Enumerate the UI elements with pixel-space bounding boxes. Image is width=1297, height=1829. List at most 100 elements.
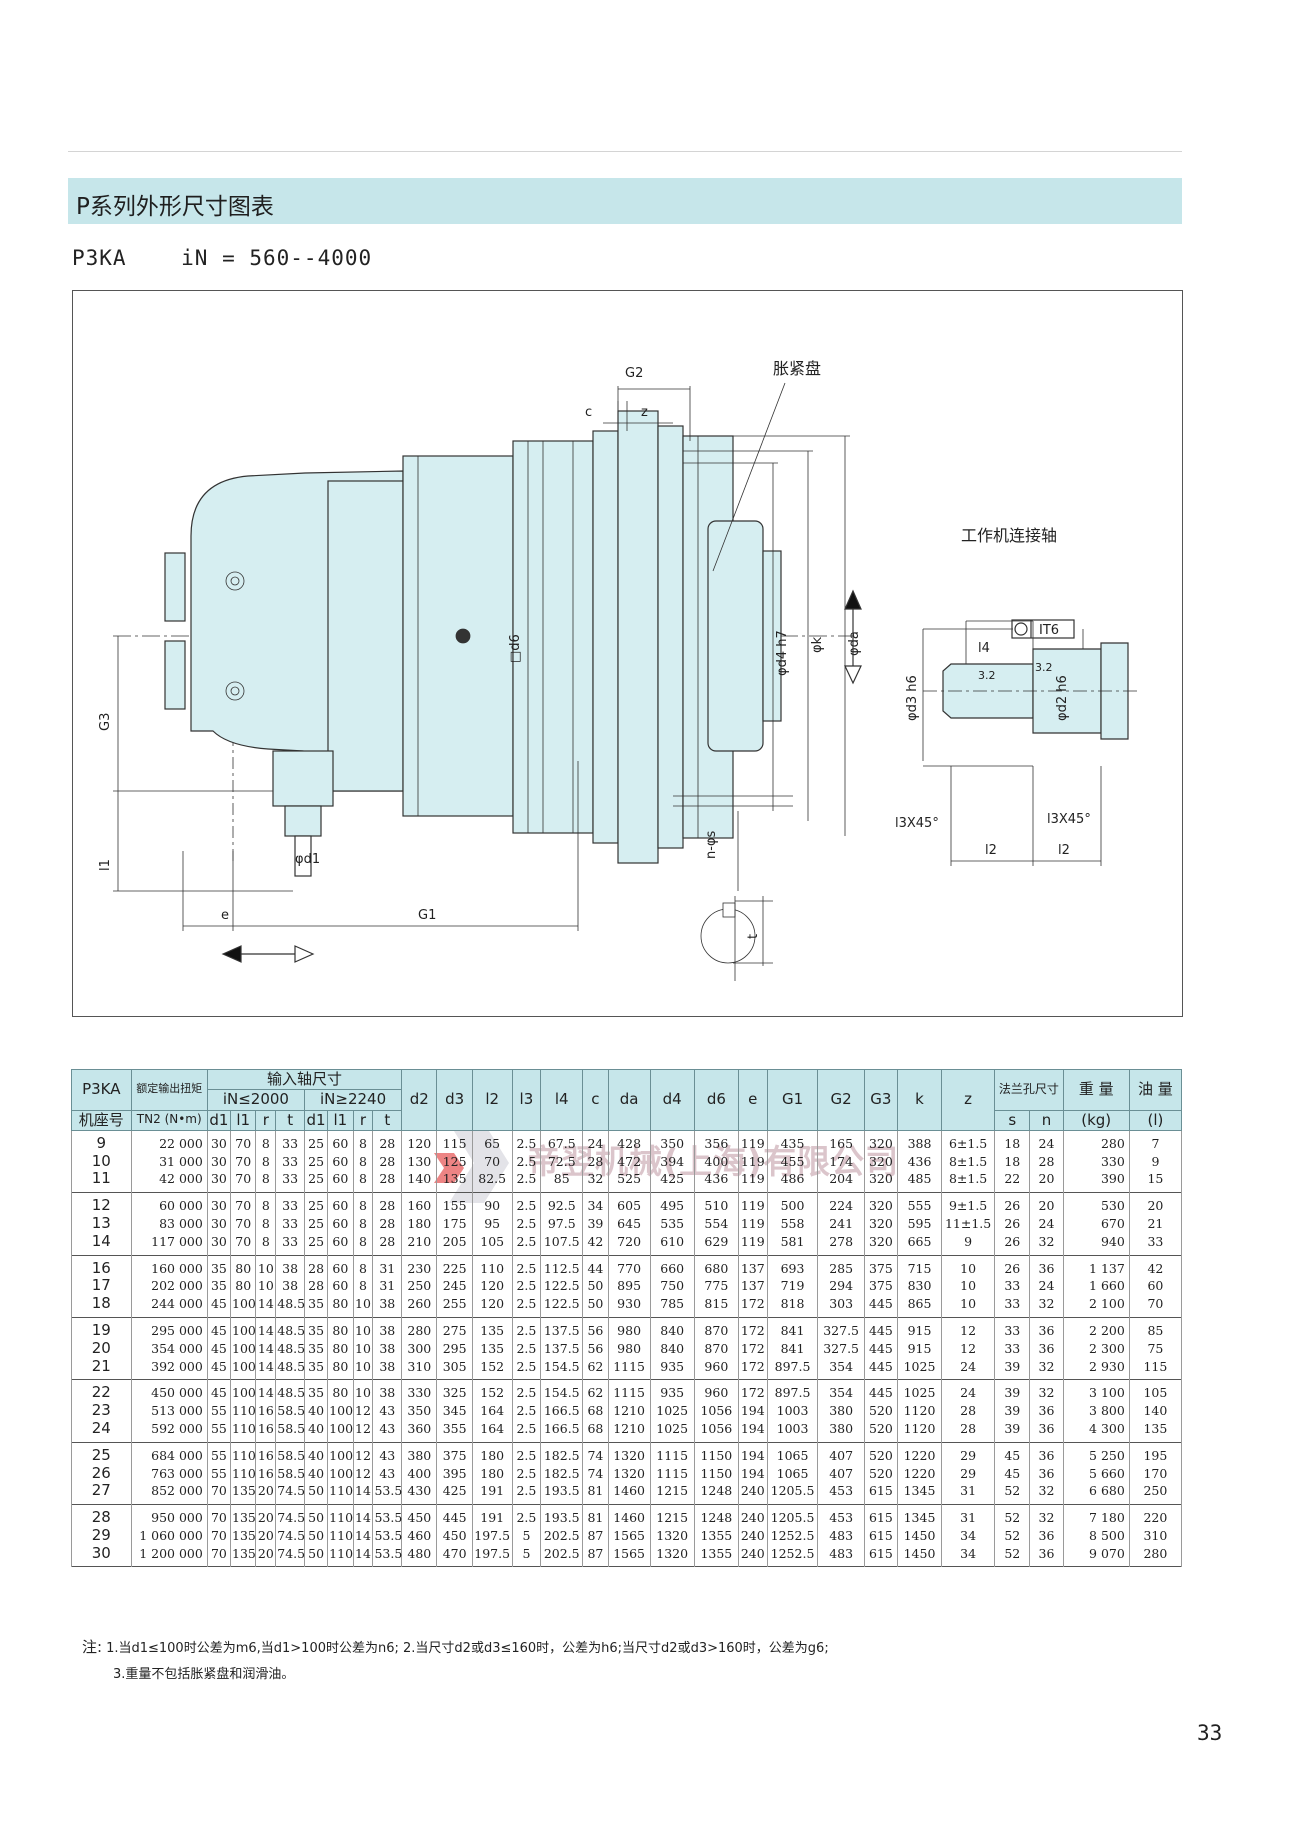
table-cell: 629 [693, 1232, 739, 1256]
table-cell: 74.5 [275, 1504, 305, 1527]
table-cell: 763 000 [130, 1464, 208, 1483]
table-cell: 12 [941, 1317, 996, 1340]
table-cell: 2.5 [511, 1214, 542, 1233]
table-cell: 2.5 [511, 1379, 542, 1403]
table-cell: 2 100 [1062, 1295, 1130, 1318]
table-cell: 715 [896, 1255, 943, 1278]
table-cell: 135 [230, 1482, 257, 1505]
table-cell: 1065 [766, 1442, 819, 1465]
table-cell: 375 [436, 1442, 473, 1465]
table-cell: 31 [372, 1277, 403, 1296]
col-rb: r [352, 1109, 374, 1131]
table-cell: 80 [230, 1277, 257, 1296]
table-cell: 81 [582, 1504, 609, 1527]
table-cell: 10 [352, 1357, 374, 1380]
table-cell: 303 [817, 1295, 865, 1318]
table-cell: 28 [941, 1402, 996, 1420]
table-cell: 81 [582, 1482, 609, 1505]
table-cell: 225 [436, 1255, 473, 1278]
table-cell: 8 500 [1062, 1526, 1130, 1545]
table-cell: 320 [863, 1232, 898, 1256]
table-cell: 897.5 [766, 1379, 819, 1403]
table-cell: 380 [817, 1419, 865, 1443]
table-cell: 818 [766, 1295, 819, 1318]
table-cell: 9 [941, 1232, 996, 1256]
table-cell: 1220 [896, 1464, 943, 1483]
label-g2: G2 [625, 366, 643, 381]
col-input-shaft: 输入轴尺寸 [206, 1068, 403, 1091]
table-cell: 35 [303, 1317, 329, 1340]
table-cell: 30 [206, 1232, 232, 1256]
table-cell: 24 [941, 1357, 996, 1380]
col-r: r [255, 1109, 277, 1131]
table-cell: 18 [71, 1294, 132, 1318]
table-cell: 80 [327, 1317, 354, 1340]
table-cell: 60 [327, 1152, 354, 1171]
table-cell: 194 [737, 1402, 768, 1420]
table-cell: 28 [372, 1192, 403, 1215]
table-cell: 915 [896, 1317, 943, 1340]
table-cell: 2.5 [511, 1255, 542, 1278]
table-cell: 53.5 [372, 1482, 402, 1505]
table-cell: 581 [766, 1232, 819, 1256]
table-cell: 10 [255, 1277, 277, 1296]
table-cell: 191 [471, 1482, 513, 1505]
table-cell: 407 [817, 1442, 865, 1465]
table-cell: 645 [607, 1214, 651, 1233]
table-cell: 32 [1029, 1504, 1064, 1527]
table-cell: 719 [766, 1277, 819, 1296]
table-cell: 486 [766, 1170, 819, 1193]
table-cell: 935 [649, 1379, 695, 1403]
table-cell: 12 [352, 1464, 374, 1483]
table-cell: 10 [352, 1317, 374, 1340]
table-cell: 28 [372, 1170, 403, 1193]
table-cell: 36 [1029, 1317, 1064, 1340]
table-cell: 400 [401, 1464, 438, 1483]
table-cell: 29 [941, 1464, 996, 1483]
col-oil-unit: (l) [1128, 1109, 1183, 1131]
table-cell: 33 [275, 1214, 305, 1233]
table-cell: 154.5 [540, 1379, 584, 1403]
table-cell: 62 [582, 1357, 609, 1380]
table-cell: 50 [303, 1526, 329, 1545]
table-cell: 2.5 [511, 1295, 542, 1318]
table-cell: 8 [352, 1130, 374, 1153]
table-cell: 30 [206, 1214, 232, 1233]
table-cell: 115 [436, 1130, 473, 1153]
table-cell: 70 [471, 1152, 513, 1171]
table-cell: 107.5 [540, 1232, 584, 1256]
table-cell: 165 [817, 1130, 865, 1153]
table-cell: 52 [994, 1482, 1031, 1505]
table-cell: 1215 [649, 1482, 695, 1505]
col-g2: G2 [817, 1069, 865, 1131]
col-l4: l4 [540, 1069, 584, 1131]
model-subtitle: P3KA iN = 560--4000 [72, 246, 373, 270]
table-cell: 24 [1029, 1130, 1064, 1153]
table-cell: 202.5 [540, 1544, 584, 1567]
col-torque-unit: TN2 (N•m) [130, 1109, 208, 1131]
table-cell: 9 [71, 1130, 132, 1153]
table-cell: 3 100 [1062, 1379, 1130, 1403]
table-cell: 50 [582, 1295, 609, 1318]
table-cell: 320 [863, 1192, 898, 1215]
col-c: c [582, 1069, 609, 1131]
col-oil: 油 量 [1128, 1069, 1183, 1111]
table-cell: 18 [994, 1152, 1031, 1171]
table-cell: 34 [941, 1526, 996, 1545]
col-s: s [994, 1109, 1031, 1131]
table-cell: 327.5 [817, 1339, 865, 1358]
table-cell: 100 [327, 1402, 354, 1420]
table-cell: 615 [863, 1504, 898, 1527]
diameter-dimensions [683, 435, 850, 836]
table-cell: 117 000 [130, 1232, 208, 1256]
label-l2-left: l2 [985, 843, 997, 858]
table-cell: 12 [352, 1402, 374, 1420]
table-cell: 33 [1128, 1232, 1183, 1256]
table-cell: 436 [693, 1170, 739, 1193]
table-cell: 558 [766, 1214, 819, 1233]
